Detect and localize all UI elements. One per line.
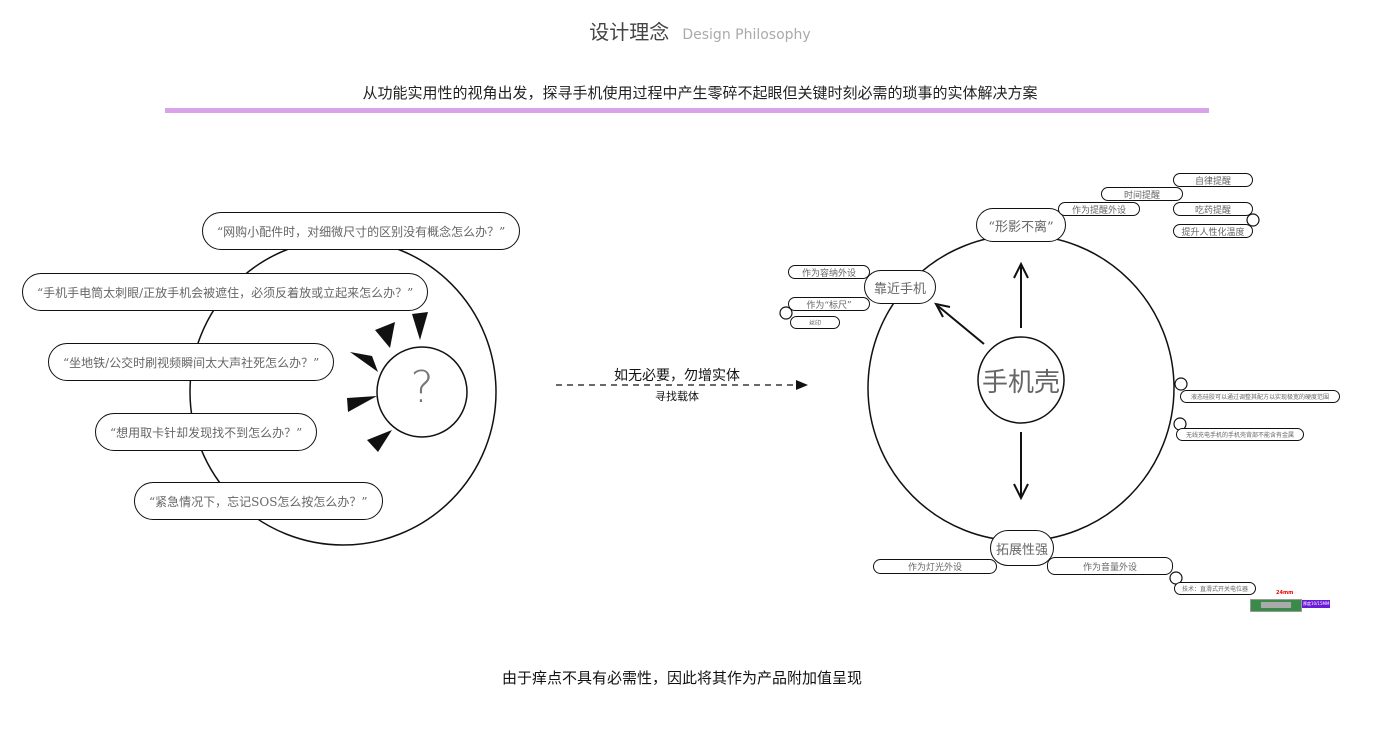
title-cn: 设计理念	[589, 20, 670, 44]
title-en: Design Philosophy	[682, 27, 811, 43]
phone-case-label: 手机壳	[981, 368, 1060, 398]
question-bubble: “手机手电筒太刺眼/正放手机会被遮住，必须反着放或立起来怎么办？”	[22, 273, 429, 311]
bottom-item: 技术：直滑式开关电位器	[1174, 582, 1256, 595]
principle-text: 如无必要，勿增实体	[614, 368, 740, 384]
question-bubble: “坐地铁/公交时刷视频瞬间太大声社死怎么办？”	[48, 343, 335, 381]
node-left: 靠近手机	[864, 270, 936, 304]
left-item: 作为“标尺”	[788, 297, 870, 311]
question-mark: ?	[410, 362, 434, 413]
potentiometer-image: 24mm 厚度10/15MM	[1250, 590, 1331, 615]
left-item: 作为容纳外设	[788, 265, 870, 279]
right-item: 无线充电手机的手机壳背部不能含有金属	[1176, 428, 1304, 441]
top-item: 提升人性化温度	[1173, 224, 1253, 238]
principle-sub: 寻找载体	[655, 390, 699, 403]
pcb	[1250, 599, 1302, 612]
top-item: 时间提醒	[1101, 187, 1183, 201]
top-item: 吃药提醒	[1173, 202, 1253, 216]
page-title: 设计理念 Design Philosophy	[0, 16, 1400, 45]
bottom-item: 作为音量外设	[1047, 557, 1173, 575]
node-top: “形影不离”	[976, 208, 1066, 242]
bottom-item: 作为灯光外设	[873, 559, 997, 574]
tagline: 从功能实用性的视角出发，探寻手机使用过程中产生零碎不起眼但关键时刻必需的琐事的实…	[362, 84, 1038, 102]
question-bubble: “想用取卡针却发现找不到怎么办？”	[95, 413, 318, 451]
top-item: 作为提醒外设	[1058, 202, 1140, 216]
thickness-label: 厚度10/15MM	[1302, 600, 1331, 608]
question-bubble: “紧急情况下，忘记SOS怎么按怎么办？”	[134, 482, 383, 520]
question-bubble: “网购小配件时，对细微尺寸的区别没有概念怎么办？”	[202, 212, 521, 250]
accent-bar	[165, 108, 1209, 113]
dimension-label: 24mm	[1276, 590, 1294, 596]
top-item: 自律提醒	[1173, 173, 1253, 187]
footer-text: 由于痒点不具有必需性，因此将其作为产品附加值呈现	[501, 669, 862, 687]
right-item: 液态硅胶可以通过调整其配方以实现极宽的硬度范围	[1180, 390, 1340, 403]
node-bottom: 拓展性强	[990, 530, 1054, 566]
left-item: 丝印	[790, 316, 840, 329]
